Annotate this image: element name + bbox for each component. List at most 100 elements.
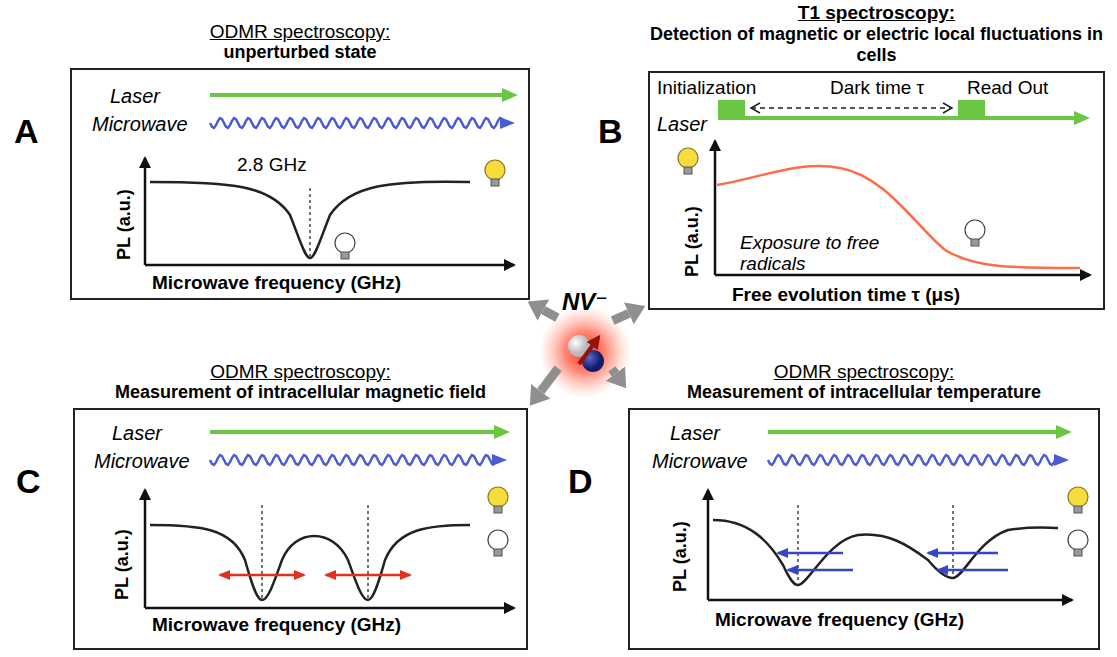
axes — [708, 490, 1072, 600]
spectrum-curve — [309, 188, 311, 256]
bulb-icon — [1068, 530, 1088, 550]
pulse-label: Initialization — [657, 77, 756, 99]
panel-frame: LaserMicrowave PL (a.u.) Microwave frequen… — [628, 408, 1100, 650]
panel-box: ODMR spectroscopy:Measurement of intrace… — [628, 361, 1100, 650]
axes — [145, 264, 514, 267]
axes — [708, 599, 1072, 602]
panel-title: ODMR spectroscopy: — [73, 361, 528, 383]
panel-letter: C — [16, 462, 41, 501]
bulb-icon — [965, 220, 985, 240]
laser-label: Laser — [112, 422, 162, 445]
shifted-spectrum-curve — [797, 505, 799, 583]
bulb-icon — [335, 160, 505, 259]
microwave-wave — [500, 117, 515, 129]
panel-title: T1 spectroscopy: — [648, 2, 1105, 24]
dark-time-arrow — [751, 108, 952, 109]
laser-arrow — [502, 88, 518, 102]
laser-label: Laser — [110, 85, 160, 108]
axis-title: PL (a.u.) — [114, 189, 135, 260]
microwave-label: Microwave — [652, 450, 748, 473]
axis-title: Microwave frequency (GHz) — [152, 614, 401, 636]
bulb-icon — [1074, 549, 1082, 556]
laser-arrow — [210, 93, 504, 97]
frequency-value: 2.8 GHz — [237, 154, 307, 176]
bulb-icon — [335, 233, 355, 253]
axis-title: PL (a.u.) — [670, 521, 691, 592]
shift-arrows — [928, 552, 998, 555]
panel-box: T1 spectroscopy:Detection of magnetic or… — [648, 2, 1105, 310]
panel-heading: T1 spectroscopy:Detection of magnetic or… — [648, 2, 1105, 67]
spectrum-curve — [150, 182, 470, 258]
panel-subtitle: Measurement of intracellular magnetic fi… — [73, 382, 528, 404]
bulb-icon — [494, 549, 502, 556]
laser-pulses — [718, 100, 1090, 125]
connector-arrow — [541, 368, 558, 391]
panel-title: ODMR spectroscopy: — [70, 21, 530, 43]
shift-arrows — [220, 574, 410, 577]
axes — [144, 490, 147, 608]
microwave-label: Microwave — [94, 450, 190, 473]
panel-box: ODMR spectroscopy:unperturbed stateLaser… — [70, 21, 530, 300]
nv-center-illustration — [539, 306, 631, 398]
laser-arrow — [210, 430, 496, 434]
bulb-icon — [1068, 487, 1088, 556]
shift-arrows — [938, 569, 1008, 572]
panel-heading: ODMR spectroscopy:Measurement of intrace… — [628, 361, 1100, 404]
spectrum-curve — [150, 182, 470, 258]
laser-arrow — [494, 425, 510, 439]
panel-subtitle: Detection of magnetic or electric local … — [648, 24, 1105, 67]
shift-arrows — [326, 574, 410, 577]
laser-arrow — [768, 430, 1058, 434]
axis-title: Microwave frequency (GHz) — [152, 272, 401, 294]
bulb-icon — [678, 148, 985, 246]
shift-arrows — [788, 569, 853, 572]
laser-pulses — [958, 100, 985, 118]
axes — [715, 274, 1090, 277]
panel-letter: D — [568, 462, 593, 501]
panel-frame: LaserMicrowave 2.8 GHz PL (a.u.) Microwave … — [70, 68, 530, 300]
axis-title: PL (a.u.) — [112, 529, 133, 600]
shifted-spectrum-curve — [952, 505, 954, 576]
axes — [715, 141, 1090, 275]
laser-label: Laser — [670, 422, 720, 445]
bulb-icon — [491, 179, 499, 186]
panel-box: ODMR spectroscopy:Measurement of intrace… — [73, 361, 528, 650]
laser-pulses — [1074, 111, 1090, 125]
connector-arrow — [612, 369, 616, 374]
panel-frame: Initialization Dark time τ Read OutLaserEx… — [648, 71, 1105, 310]
shifted-spectrum-curve — [713, 505, 1058, 585]
bulb-icon — [488, 530, 508, 550]
bulb-icon — [684, 167, 692, 174]
microwave-wave — [768, 455, 1056, 465]
axis-title: Microwave frequency (GHz) — [715, 609, 964, 631]
bulb-icon — [488, 487, 508, 556]
center-label: NV⁻ — [560, 288, 610, 316]
bulb-icon — [1074, 506, 1082, 513]
shift-arrows — [220, 574, 304, 577]
laser-arrow — [210, 425, 510, 439]
microwave-wave — [210, 117, 515, 129]
panel-heading: ODMR spectroscopy:unperturbed state — [70, 21, 530, 64]
microwave-label: Microwave — [92, 113, 188, 136]
laser-arrow — [768, 425, 1072, 439]
panel-letter: B — [598, 112, 623, 151]
axes — [145, 490, 514, 608]
split-spectrum-curve — [150, 505, 470, 600]
nv-center-illustration — [539, 306, 631, 398]
bulb-icon — [971, 239, 979, 246]
microwave-wave — [210, 118, 502, 128]
laser-pulses — [718, 116, 1076, 120]
split-spectrum-curve — [367, 505, 369, 598]
interval-label: Dark time τ — [830, 77, 924, 99]
shift-arrows — [778, 552, 843, 555]
connector-arrow — [543, 310, 557, 318]
bulb-icon — [341, 252, 349, 259]
bulb-icon — [494, 506, 502, 513]
axis-title: PL (a.u.) — [682, 206, 703, 277]
nv-center: NV⁻ — [560, 288, 610, 378]
annotation: Exposure to free radicals — [740, 233, 905, 275]
axes — [145, 607, 514, 610]
laser-label: Laser — [657, 113, 707, 136]
pulse-label: Read Out — [967, 77, 1048, 99]
